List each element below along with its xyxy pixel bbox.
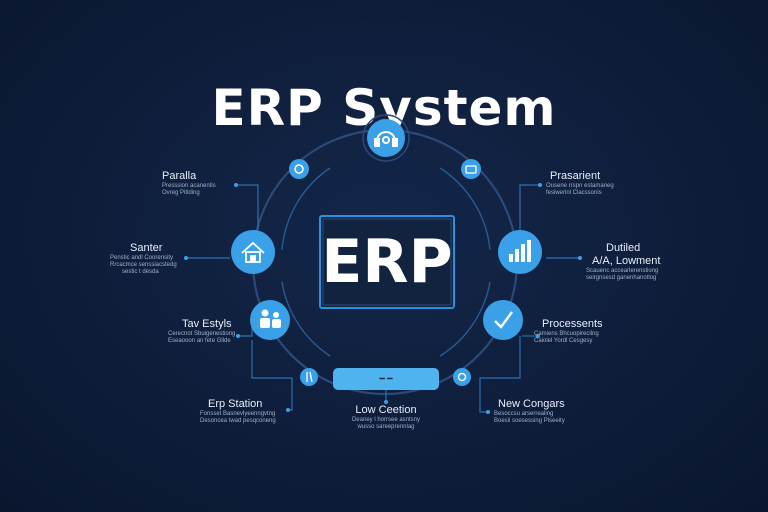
label-new-congars-line: Boesli soesessing Plseeity — [494, 418, 565, 424]
connector-dot — [234, 183, 238, 187]
connector-new — [479, 336, 521, 413]
people-node — [250, 300, 290, 340]
center-box-inner-glow — [322, 218, 452, 306]
label-senter-line: Penstic andl Coorensity — [110, 255, 174, 261]
connector-dot — [384, 400, 388, 404]
small-node-tl — [289, 159, 309, 179]
label-processents-line: Caiolel Yordl Cesgesy — [534, 338, 593, 344]
headset-icon — [374, 131, 398, 147]
connector-dot — [286, 408, 290, 412]
label-paralla: Paralla Presssion acanentis Ovreg Pitldi… — [86, 170, 226, 197]
label-dutiled-subtitle: A/A, Lowment — [592, 255, 661, 267]
doc-icon — [306, 371, 313, 383]
people-icon — [260, 309, 281, 328]
label-senter-line: sestic t desda — [122, 269, 159, 275]
label-new-congars: New Congars Besoccsu arserrealing Boesli… — [494, 398, 634, 425]
inner-arc-bl — [281, 281, 331, 357]
small-node-br — [453, 368, 471, 386]
connector-erp-station — [251, 340, 293, 411]
label-prasarient-line: Ousene rrspn estamaneg — [546, 183, 614, 189]
label-paralla-title: Paralla — [162, 170, 197, 182]
small-node-tr — [461, 159, 481, 179]
label-tav-estyls: Tav Estyls Cerecnot Sbuigenestiong Eseao… — [168, 318, 308, 345]
label-erp-station-title: Erp Station — [208, 398, 263, 410]
label-dutiled-line: seirgnsesd ganenhanotlog — [586, 275, 657, 281]
label-low-ceetion: Low Ceetion Deaney l horrsee asntsny wus… — [316, 404, 456, 431]
connector-paralla — [236, 184, 259, 232]
inner-arc-br — [439, 281, 491, 357]
label-paralla-line: Presssion acanentis — [162, 183, 216, 189]
label-erp-station: Erp Station Fonsset Basnevlyeenngvtng De… — [200, 398, 340, 425]
label-erp-station-line: Desoncea twad pesqconeng — [200, 418, 276, 424]
connector-dot — [536, 334, 540, 338]
label-prasarient: Prasarient Ousene rrspn estamaneg fesiwe… — [546, 170, 686, 197]
chart-node — [498, 230, 542, 274]
connector-dot — [184, 256, 188, 260]
check-node — [483, 300, 523, 340]
connector-dot — [538, 183, 542, 187]
headset-node — [362, 114, 410, 162]
small-node-bl — [300, 368, 318, 386]
label-tav-estyls-title: Tav Estyls — [182, 318, 232, 330]
label-dutiled: Dutiled A/A, Lowment Scauenc accearleren… — [586, 242, 696, 282]
check-icon — [494, 311, 513, 329]
label-prasarient-title: Prasarient — [550, 170, 601, 182]
settings-icon — [294, 164, 304, 174]
inner-arc-right — [439, 167, 491, 251]
label-new-congars-title: New Congars — [498, 398, 565, 410]
bar-chart-icon — [509, 240, 531, 262]
label-senter-line: Rrcacmce senssiacstedg — [110, 262, 177, 268]
label-low-ceetion-line: wusso sareeprennlag — [357, 424, 415, 430]
label-senter-title: Santer — [130, 242, 163, 254]
label-processents-line: Camiens Bhcuopirecilng — [534, 331, 599, 337]
label-dutiled-line: Scauenc accearlerenstiong — [586, 268, 659, 274]
connector-dot — [486, 410, 490, 414]
gear-icon — [457, 372, 467, 382]
label-senter: Santer Penstic andl Coorensity Rrcacmce … — [90, 242, 230, 276]
label-low-ceetion-title: Low Ceetion — [355, 404, 417, 416]
label-erp-station-line: Fonsset Basnevlyeenngvtng — [200, 411, 276, 417]
label-paralla-line: Ovreg Pitlding — [162, 190, 200, 196]
label-tav-estyls-line: Cerecnot Sbuigenestiong — [168, 331, 236, 337]
label-dutiled-title: Dutiled — [606, 242, 641, 254]
connector-dot — [578, 256, 582, 260]
label-low-ceetion-line: Deaney l horrsee asntsny — [351, 417, 421, 423]
home-node — [231, 230, 275, 274]
label-processents: Processents Camiens Bhcuopirecilng Caiol… — [534, 318, 674, 345]
label-tav-estyls-line: Eseaooon an fete Gllde — [168, 338, 231, 344]
home-icon — [241, 241, 265, 263]
label-processents-title: Processents — [542, 318, 603, 330]
center-erp-label: ERP — [321, 227, 453, 297]
card-icon — [465, 165, 477, 174]
inner-arc-left — [281, 167, 331, 251]
bottom-bar — [333, 368, 439, 390]
label-prasarient-line: fesiwerinl Clacssonis — [546, 190, 602, 196]
connector-dot — [236, 334, 240, 338]
connector-prasarient — [519, 184, 540, 232]
center-box — [319, 215, 455, 309]
label-new-congars-line: Besoccsu arserrealing — [494, 411, 554, 417]
bottom-bar-label[interactable]: ⎯ ⎯ — [379, 373, 393, 384]
